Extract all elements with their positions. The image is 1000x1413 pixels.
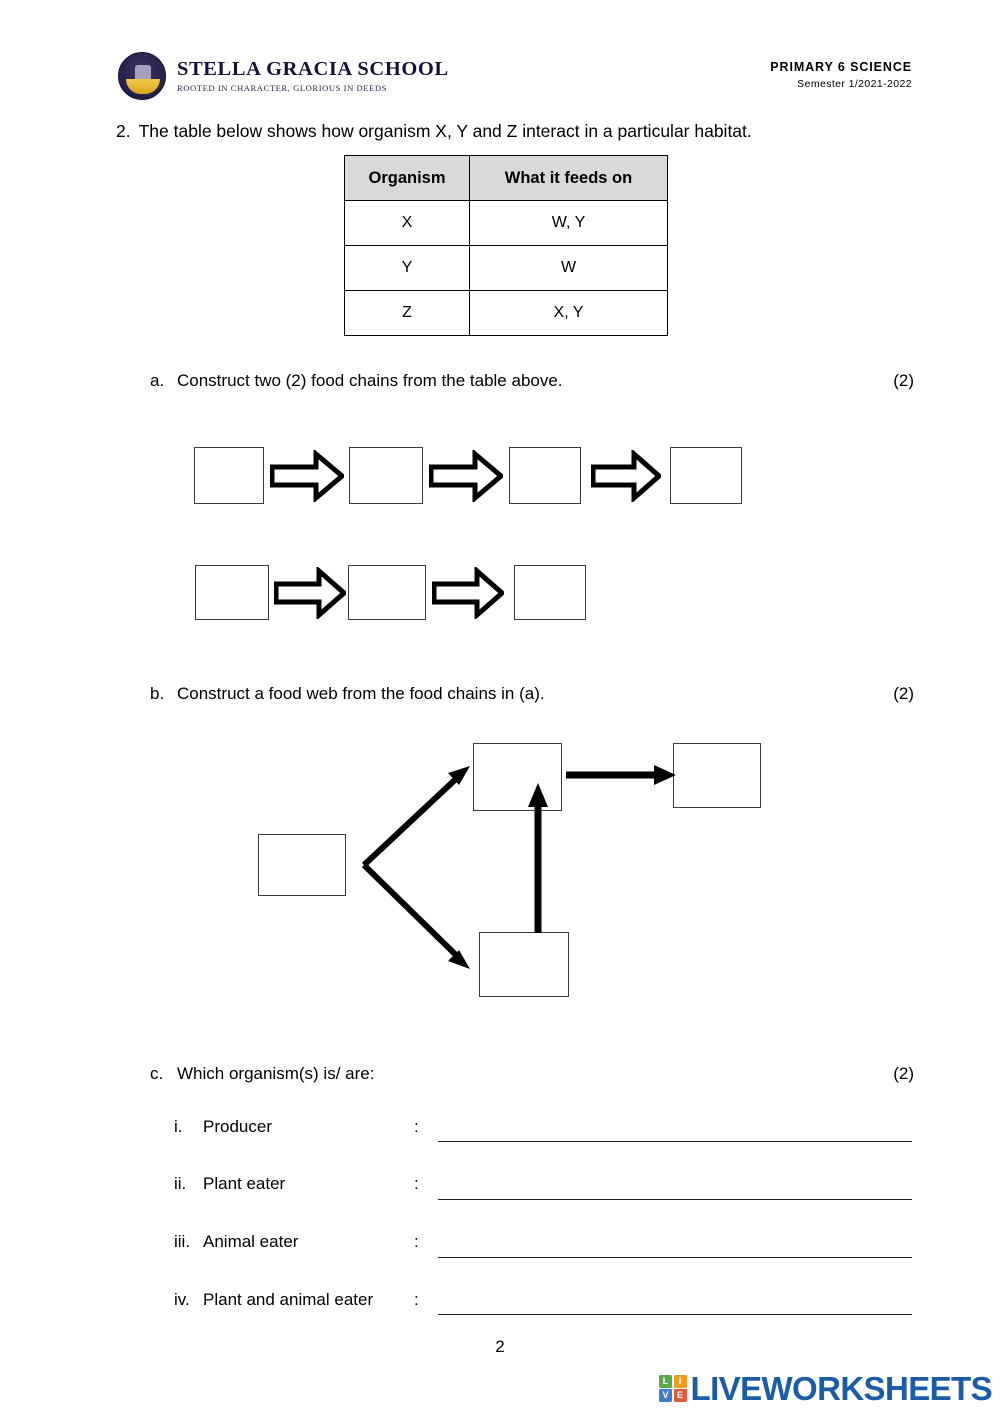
part-b-label: b. [150,684,165,703]
column-header-feeds-on: What it feeds on [469,155,668,201]
chain2-box-2[interactable] [348,565,426,620]
school-crest-icon [118,52,166,100]
part-b-text: Construct a food web from the food chain… [177,684,545,703]
cell-organism: Z [344,290,470,336]
part-c-label: c. [150,1064,164,1083]
cell-organism: X [344,200,470,246]
semester-label: Semester 1/2021-2022 [797,78,912,90]
page-number: 2 [495,1337,505,1356]
item-label-plant-eater: Plant eater [203,1174,286,1193]
web-arrow-up-right-icon [361,766,470,868]
table-header-row: Organism What it feeds on [344,155,668,201]
header-meta: PRIMARY 6 SCIENCE Semester 1/2021-2022 [770,60,912,90]
chain1-arrow-1-icon [270,450,344,502]
part-c-text: Which organism(s) is/ are: [177,1064,375,1083]
web-arrow-horizontal-icon [566,765,676,785]
chain2-box-1[interactable] [195,565,269,620]
part-a-prompt: a. Construct two (2) food chains from th… [150,371,563,391]
cell-feeds-on: X, Y [469,290,668,336]
school-logo: STELLA GRACIA SCHOOL ROOTED IN CHARACTER… [118,52,449,100]
web-box-right[interactable] [673,743,761,808]
cell-feeds-on: W [469,245,668,291]
tile-e: E [673,1389,687,1403]
question-text: The table below shows how organism X, Y … [138,121,752,141]
chain2-box-3[interactable] [514,565,586,620]
answer-line-plant-and-animal-eater[interactable] [438,1314,912,1315]
tile-l: L [659,1374,673,1388]
chain1-box-3[interactable] [509,447,581,504]
chain1-arrow-3-icon [591,450,661,502]
table-row: Y W [344,245,668,291]
web-arrow-down-right-icon [361,862,470,969]
school-name: STELLA GRACIA SCHOOL [177,58,449,81]
chain2-arrow-1-icon [274,567,346,619]
liveworksheets-tiles-icon: L I V E [659,1374,687,1403]
column-header-organism: Organism [344,155,470,201]
item-roman-ii: ii. [174,1174,187,1193]
item-label-producer: Producer [203,1117,272,1136]
answer-line-animal-eater[interactable] [438,1257,912,1258]
tile-v: V [659,1389,673,1403]
item-roman-i: i. [174,1117,183,1136]
answer-line-plant-eater[interactable] [438,1199,912,1200]
part-b-marks: (2) [893,684,914,703]
organism-feeding-table: Organism What it feeds on X W, Y Y W Z X… [344,155,668,336]
question-number: 2. [116,121,131,141]
item-colon: : [414,1290,419,1309]
web-box-top[interactable] [473,743,562,811]
part-a-marks: (2) [893,371,914,390]
liveworksheets-wordmark: LIVEWORKSHEETS [690,1370,993,1407]
liveworksheets-logo[interactable]: L I V E LIVEWORKSHEETS [659,1370,993,1407]
web-box-bottom[interactable] [479,932,569,997]
part-c-prompt: c. Which organism(s) is/ are: [150,1064,374,1084]
web-arrows-group [361,765,676,969]
item-roman-iii: iii. [174,1232,191,1251]
item-colon: : [414,1174,419,1193]
item-label-animal-eater: Animal eater [203,1232,299,1251]
part-a-label: a. [150,371,165,390]
table-row: Z X, Y [344,290,668,336]
question-stem: 2. The table below shows how organism X,… [116,120,916,144]
part-c-marks: (2) [893,1064,914,1083]
chain1-box-2[interactable] [349,447,423,504]
school-tagline: ROOTED IN CHARACTER, GLORIOUS IN DEEDS [177,82,387,93]
subject-title: PRIMARY 6 SCIENCE [770,60,912,74]
part-b-prompt: b. Construct a food web from the food ch… [150,684,545,704]
page-header: STELLA GRACIA SCHOOL ROOTED IN CHARACTER… [0,0,1000,110]
chain1-arrow-2-icon [429,450,503,502]
item-roman-iv: iv. [174,1290,190,1309]
item-colon: : [414,1117,419,1136]
answer-line-producer[interactable] [438,1141,912,1142]
table-row: X W, Y [344,200,668,246]
web-arrow-vertical-icon [528,783,548,933]
chain2-arrow-2-icon [432,567,504,619]
tile-i: I [673,1374,687,1388]
web-box-producer[interactable] [258,834,346,896]
item-label-plant-and-animal-eater: Plant and animal eater [203,1290,374,1309]
part-a-text: Construct two (2) food chains from the t… [177,371,563,390]
cell-feeds-on: W, Y [469,200,668,246]
chain1-box-4[interactable] [670,447,742,504]
cell-organism: Y [344,245,470,291]
item-colon: : [414,1232,419,1251]
chain1-box-1[interactable] [194,447,264,504]
